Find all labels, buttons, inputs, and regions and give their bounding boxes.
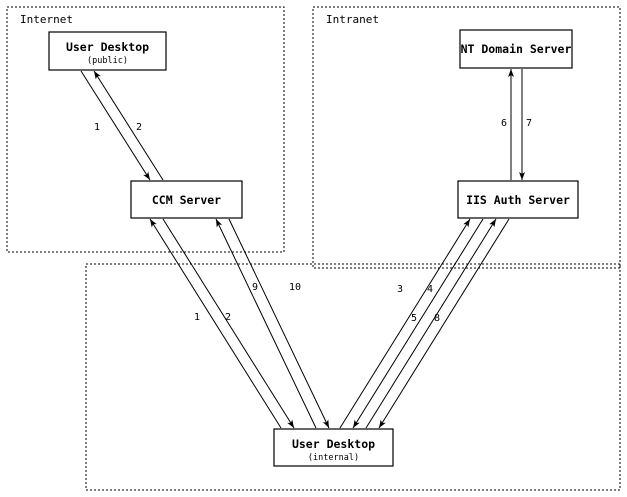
flow-label-flow-4: 4 <box>427 284 433 295</box>
flow-label-flow-1-internal: 1 <box>194 312 200 323</box>
node-box-nt-domain-server[interactable] <box>459 29 573 69</box>
flow-label-flow-6: 6 <box>501 118 507 129</box>
flow-line-flow-9 <box>215 218 317 429</box>
flow-label-flow-9: 9 <box>252 282 258 293</box>
zone-intranet: Intranet <box>312 6 621 269</box>
flow-label-flow-3: 3 <box>397 284 403 295</box>
node-box-user-desktop-public[interactable] <box>48 31 167 71</box>
flow-line-flow-2-public <box>93 70 164 181</box>
node-boxes: User Desktop (public) CCM Server NT Domain … <box>48 29 579 467</box>
flow-label-flow-2-public: 2 <box>136 122 142 133</box>
node-label-ccm-server: CCM Server <box>152 193 221 207</box>
flow-line-flow-1-public <box>80 70 151 181</box>
node-nt-domain-server[interactable]: NT Domain Server <box>459 29 573 69</box>
node-sublabel-user-desktop-public: (public) <box>87 56 128 66</box>
node-user-desktop-internal[interactable]: User Desktop (internal) <box>273 428 394 467</box>
node-sublabel-user-desktop-internal: (internal) <box>308 453 359 463</box>
flow-line-flow-10 <box>228 218 330 429</box>
flow-arrows <box>80 69 525 429</box>
flow-line-flow-5 <box>365 218 497 429</box>
node-box-ccm-server[interactable] <box>130 180 243 219</box>
zone-label-intranet: Intranet <box>326 13 379 26</box>
node-label-nt-domain-server: NT Domain Server <box>461 42 572 56</box>
node-iis-auth-server[interactable]: IIS Auth Server <box>457 180 579 219</box>
node-label-user-desktop-public: User Desktop <box>66 40 149 54</box>
flow-label-flow-1-public: 1 <box>94 122 100 133</box>
zone-internet: Internet <box>6 6 285 253</box>
node-box-user-desktop-internal[interactable] <box>273 428 394 467</box>
flow-label-flow-5: 5 <box>411 313 417 324</box>
flow-label-flow-10: 10 <box>289 282 301 293</box>
node-ccm-server[interactable]: CCM Server <box>130 180 243 219</box>
zone-boundaries: Internet Intranet <box>6 6 621 491</box>
node-label-iis-auth-server: IIS Auth Server <box>466 193 570 207</box>
flow-line-flow-3 <box>339 218 471 429</box>
node-user-desktop-public[interactable]: User Desktop (public) <box>48 31 167 71</box>
flow-label-flow-7: 7 <box>526 118 532 129</box>
zone-boundary-intranet <box>312 6 621 269</box>
flow-line-flow-1-internal <box>149 218 282 429</box>
flow-line-flow-2-internal <box>162 218 295 429</box>
flow-line-flow-8 <box>378 218 510 429</box>
zone-boundary-internet <box>6 6 285 253</box>
flow-line-flow-4 <box>352 218 484 429</box>
node-label-user-desktop-internal: User Desktop <box>292 437 375 451</box>
zone-label-internet: Internet <box>20 13 73 26</box>
flow-label-flow-2-internal: 2 <box>225 312 231 323</box>
flow-step-labels: 1 2 1 2 9 10 3 4 5 8 6 7 <box>94 118 532 324</box>
flow-label-flow-8: 8 <box>434 313 440 324</box>
node-box-iis-auth-server[interactable] <box>457 180 579 219</box>
